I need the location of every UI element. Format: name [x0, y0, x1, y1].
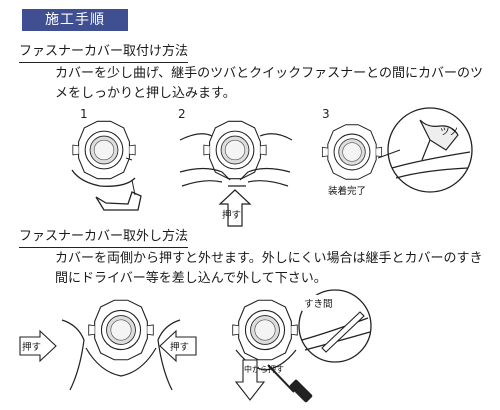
- step-number-3: 3: [322, 107, 330, 121]
- step-number-2: 2: [178, 107, 186, 121]
- push-left-label: 押す: [22, 341, 41, 353]
- section-tag: 施工手順: [22, 9, 128, 31]
- install-heading: ファスナーカバー取付け方法: [19, 44, 189, 63]
- removal-figure-squeeze: 押す 押す: [19, 299, 197, 391]
- step-number-1: 1: [80, 107, 88, 121]
- push-center-label: 中から押す: [244, 364, 284, 374]
- install-step-3-figure: 3 装着完了 ツメ: [321, 107, 473, 197]
- complete-label: 装着完了: [328, 185, 366, 197]
- removal-description: カバーを両側から押すと外せます。外しにくい場合は継手とカバーのすき間にドライバー…: [55, 251, 483, 286]
- gap-label: すき間: [304, 299, 333, 310]
- install-step-2-figure: 2 押す: [178, 107, 293, 227]
- push-right-label: 押す: [170, 341, 189, 353]
- removal-figure-screwdriver: すき間 中から押す: [232, 289, 372, 403]
- removal-heading: ファスナーカバー取外し方法: [19, 229, 189, 248]
- install-description: カバーを少し曲げ、継手のツバとクイックファスナーとの間にカバーのツメをしっかりと…: [55, 66, 483, 101]
- install-step-1-figure: 1: [71, 107, 142, 211]
- claw-label: ツメ: [440, 127, 459, 138]
- push-label: 押す: [222, 209, 241, 221]
